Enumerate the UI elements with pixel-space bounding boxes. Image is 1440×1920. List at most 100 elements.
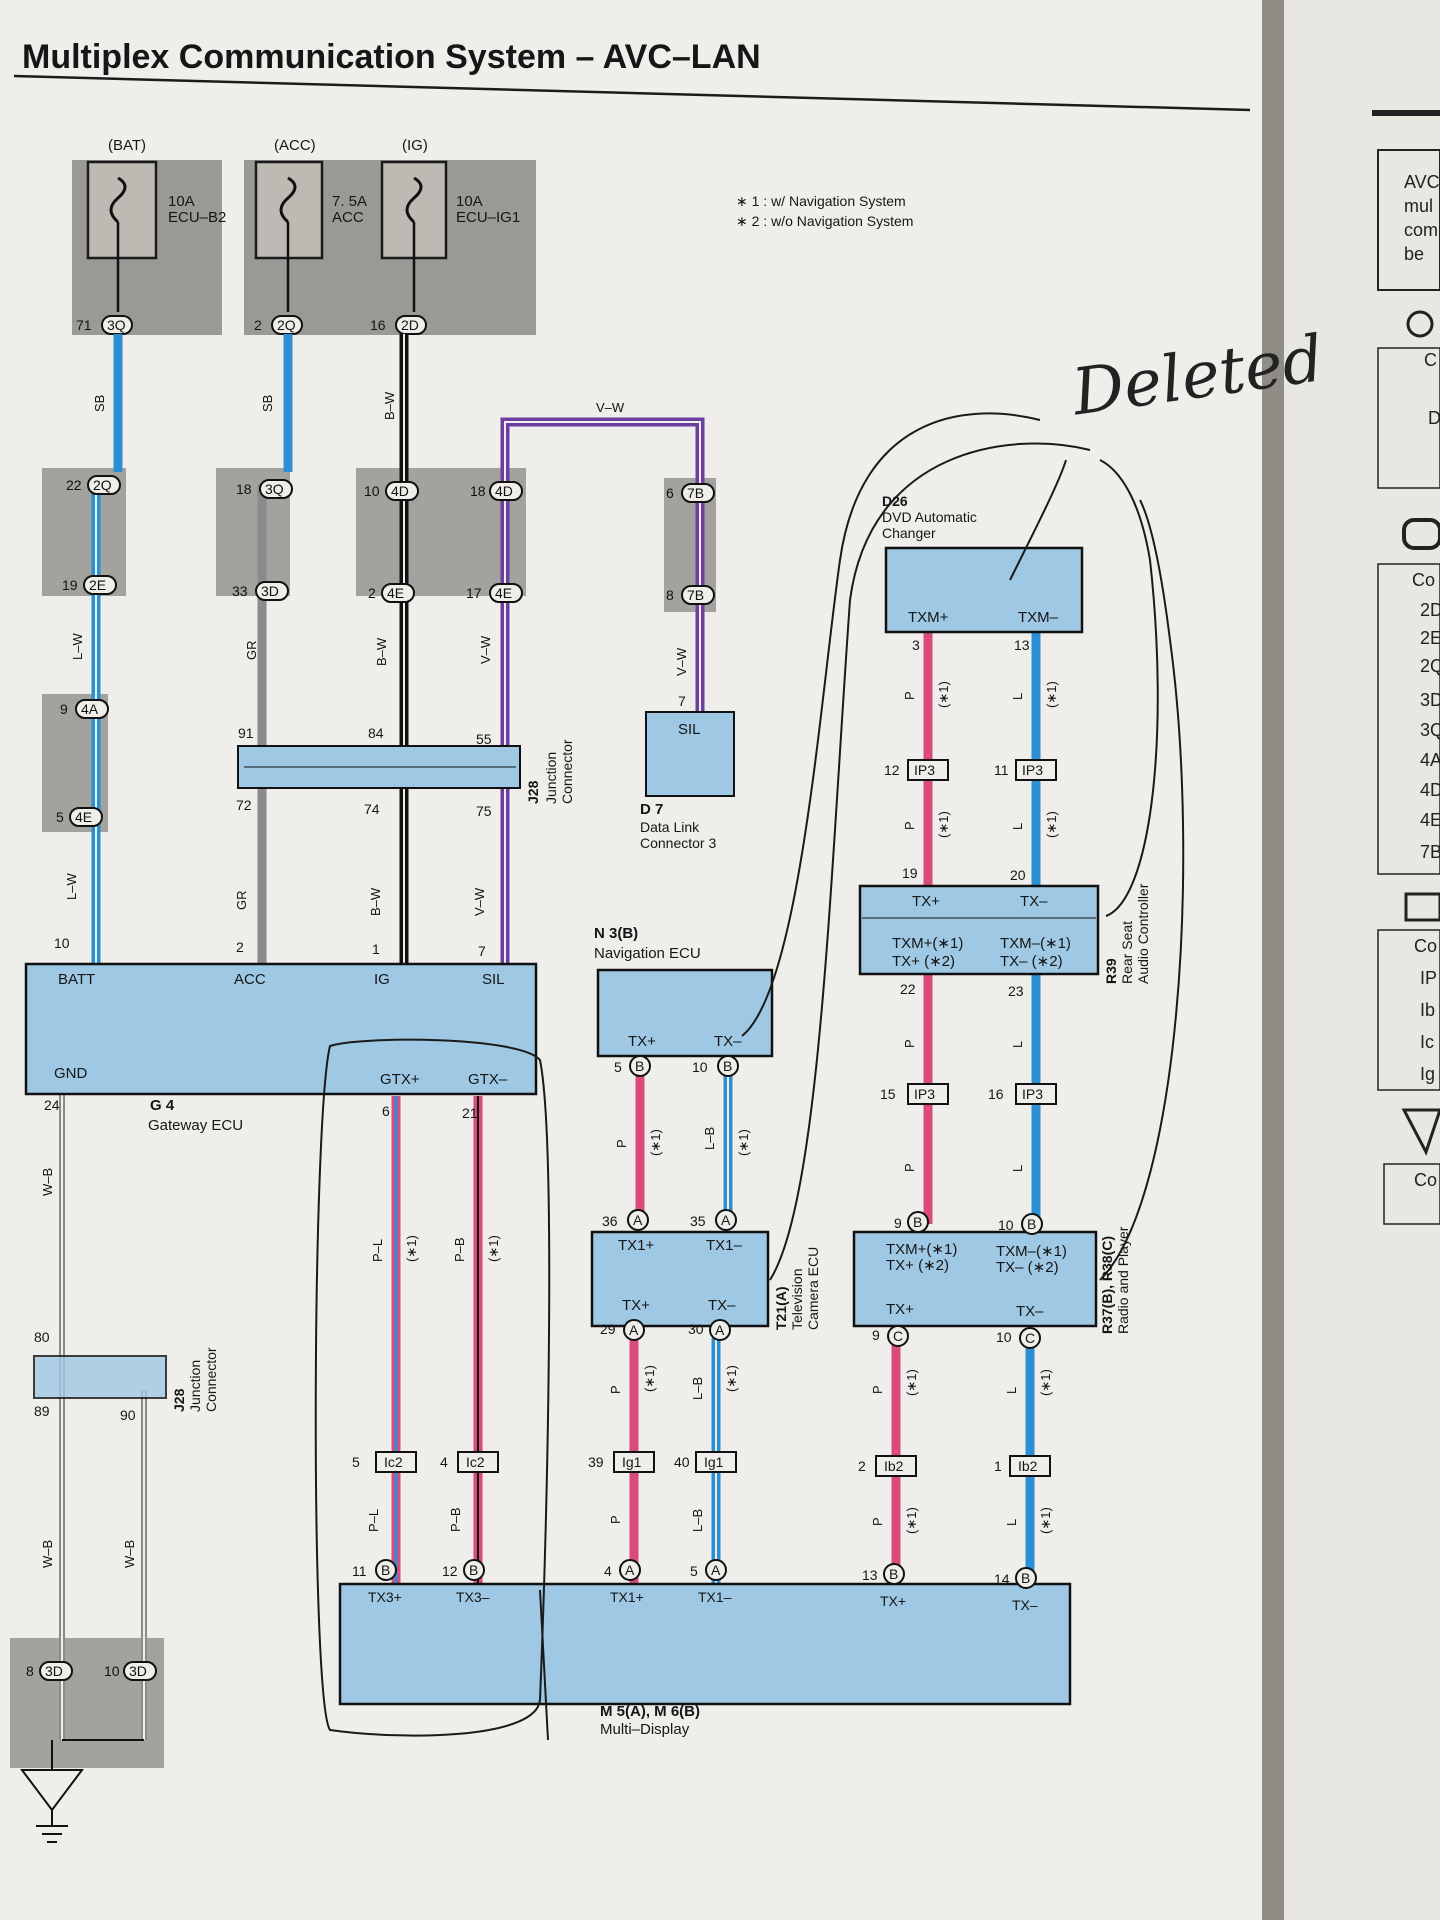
pin-8: 8 <box>666 587 674 603</box>
pin-18: 18 <box>236 481 252 497</box>
radio-conn-c1: C <box>893 1328 903 1344</box>
ib2-pin-1: 1 <box>994 1458 1002 1474</box>
label-sb-1: SB <box>92 395 107 412</box>
ig1-pin-39: 39 <box>588 1454 604 1470</box>
pin-71: 71 <box>76 317 92 333</box>
radio-l1p: TXM+(∗1) <box>886 1241 957 1258</box>
conn-3d: 3D <box>261 583 279 599</box>
label-star-tv-p: (∗1) <box>642 1365 657 1392</box>
label-p-dvd-1: P <box>902 691 917 700</box>
dvd-txmp: TXM+ <box>908 609 949 626</box>
label-bw-2: B–W <box>374 637 389 666</box>
fuse-source-acc: (ACC) <box>274 137 316 154</box>
label-l-radio-1: L <box>1004 1387 1019 1394</box>
fuse-icon <box>109 176 127 224</box>
gw-name: Gateway ECU <box>148 1117 243 1134</box>
label-star-radio-l1: (∗1) <box>1038 1369 1053 1396</box>
fuse-rating-acc: 7. 5A <box>332 193 367 210</box>
pin-19: 19 <box>62 577 78 593</box>
j28-pin-75: 75 <box>476 803 492 819</box>
ib2-label-1: Ib2 <box>884 1458 904 1474</box>
md-label-4: TX+ <box>880 1593 906 1609</box>
label-l-dvd-1: L <box>1010 693 1025 700</box>
gw-code: G 4 <box>150 1097 175 1114</box>
pin-g10: 10 <box>104 1663 120 1679</box>
right-page-content: AVC mul com be C D Co 2D 2E 2Q 3D 3Q 4A … <box>1372 110 1440 1225</box>
gateway-ecu: BATT ACC IG SIL GND GTX+ GTX– 10 2 1 7 2… <box>24 935 538 1134</box>
tv-conn-a1: A <box>633 1212 643 1228</box>
j28-connector: 91 84 55 72 74 75 J28 Junction Connector <box>236 725 575 819</box>
rp-badge-icon <box>1402 518 1440 550</box>
label-vw-3: V–W <box>472 887 487 916</box>
radio-conn-c2: C <box>1025 1330 1035 1346</box>
label-lb-nav: L–B <box>702 1127 717 1150</box>
md-label-3: TX1– <box>698 1589 732 1605</box>
ic2-pin-4: 4 <box>440 1454 448 1470</box>
rp-list-c-1: Ib <box>1420 1000 1435 1020</box>
md-pin-5: 14 <box>994 1571 1010 1587</box>
md-conn-2: A <box>625 1562 635 1578</box>
tv-name1: Television <box>789 1269 805 1330</box>
nav-name: Navigation ECU <box>594 945 701 962</box>
conn-4a: 4A <box>81 701 99 717</box>
title-rule <box>13 74 1251 112</box>
j28-pin-84: 84 <box>368 725 384 741</box>
label-vw-1: V–W <box>596 400 625 415</box>
dvd-name2: Changer <box>882 525 936 541</box>
tv-bot-m: TX– <box>708 1297 736 1314</box>
rsac-l1p: TXM+(∗1) <box>892 935 963 952</box>
rp-list-c-2: Ic <box>1420 1032 1434 1052</box>
j28g-pin-89: 89 <box>34 1403 50 1419</box>
tv-code: T21(A) <box>773 1286 789 1330</box>
tv-pin-35: 35 <box>690 1213 706 1229</box>
label-star-dvd-p2: (∗1) <box>936 811 951 838</box>
ip3-label-3: IP3 <box>914 1086 935 1102</box>
ip3-pin-15: 15 <box>880 1086 896 1102</box>
md-conn-4: B <box>889 1566 898 1582</box>
rsac-l1m: TXM–(∗1) <box>1000 935 1071 952</box>
md-pin-4: 13 <box>862 1567 878 1583</box>
conn-4e-a: 4E <box>75 809 92 825</box>
ip3-pin-11: 11 <box>994 762 1009 778</box>
nav-code: N 3(B) <box>594 925 638 942</box>
conn-2q-a: 2Q <box>93 477 112 493</box>
label-lw-1: L–W <box>70 633 85 660</box>
md-label-0: TX3+ <box>368 1589 402 1605</box>
conn-2e: 2E <box>89 577 106 593</box>
label-p-tv-1: P <box>608 1385 623 1394</box>
md-conn-5: B <box>1021 1570 1030 1586</box>
rp-line-3: be <box>1404 244 1424 264</box>
gw-pin-sil: 7 <box>478 943 486 959</box>
d7-label: SIL <box>678 721 701 738</box>
md-conn-3: A <box>711 1562 721 1578</box>
radio-pin-in-p: 9 <box>894 1215 902 1231</box>
dvd-pin-13: 13 <box>1014 637 1030 653</box>
label-star-radio-p1: (∗1) <box>904 1369 919 1396</box>
conn-3q-b: 3Q <box>265 481 284 497</box>
gw-pin-batt: 10 <box>54 935 70 951</box>
label-l-rsac: L <box>1010 1041 1025 1048</box>
multi-display: TX3+ TX3– TX1+ TX1– TX+ TX– 11 12 4 5 13… <box>338 1559 1072 1738</box>
ip3-pin-12: 12 <box>884 762 900 778</box>
ic2-pin-5: 5 <box>352 1454 360 1470</box>
rp-head-3: Co <box>1414 1170 1437 1190</box>
rp-triangle-icon <box>1401 1108 1440 1156</box>
j28-ground-connector: 80 89 90 J28 Junction Connector <box>33 1329 219 1423</box>
conn-3d-g1: 3D <box>45 1663 63 1679</box>
rsac-pin-20: 20 <box>1010 867 1026 883</box>
dvd-changer: TXM+ TXM– D26 DVD Automatic Changer 3 13 <box>882 493 1084 653</box>
label-star-dvd-l1: (∗1) <box>1044 681 1059 708</box>
ib2-pin-2: 2 <box>858 1458 866 1474</box>
conn-2d: 2D <box>401 317 419 333</box>
rp-list-a-0: C <box>1424 350 1437 370</box>
radio-name: Radio and Player <box>1115 1226 1131 1334</box>
d7-name2: Connector 3 <box>640 835 716 851</box>
conn-2q: 2Q <box>277 317 296 333</box>
fuse-block-acc: (ACC) 7. 5A ACC 2 2Q (IG) 10A ECU–IG1 16… <box>244 137 536 335</box>
rp-list-b-1: 2E <box>1420 628 1440 648</box>
fuse-name-ig: ECU–IG1 <box>456 209 520 226</box>
label-pl-1: P–L <box>370 1239 385 1262</box>
conn-3d-g2: 3D <box>129 1663 147 1679</box>
label-l-radio-2: L <box>1004 1519 1019 1526</box>
